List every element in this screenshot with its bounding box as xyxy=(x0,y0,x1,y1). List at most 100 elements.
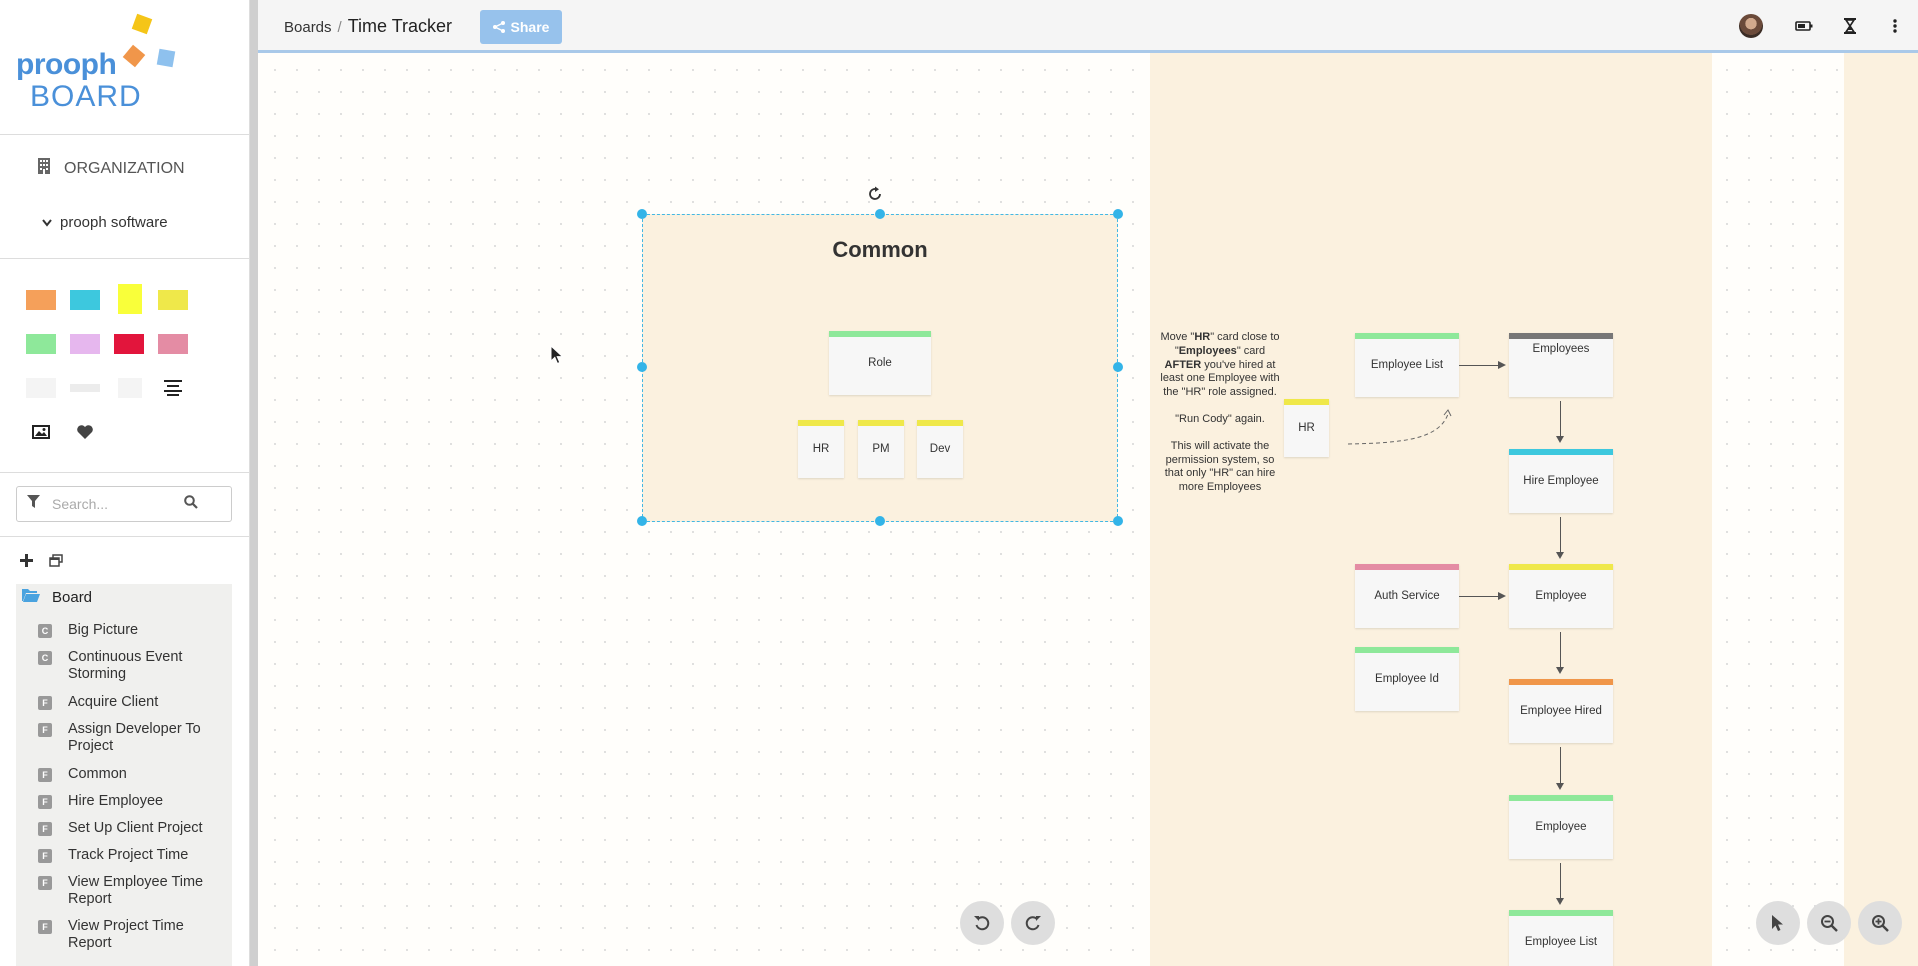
rotate-handle-icon[interactable] xyxy=(866,185,884,203)
card-label: Employee xyxy=(1535,821,1587,833)
arrow-connector xyxy=(1459,365,1499,366)
arrow-connector xyxy=(1560,863,1561,899)
hourglass-icon[interactable] xyxy=(1838,14,1862,38)
zoom-in-button[interactable] xyxy=(1858,901,1902,945)
resize-handle[interactable] xyxy=(1113,516,1123,526)
palette-swatch-line[interactable] xyxy=(70,384,100,392)
card-color-bar xyxy=(1355,333,1459,339)
card-employee-list-2[interactable]: Employee List xyxy=(1509,910,1613,966)
palette-swatch-green[interactable] xyxy=(26,334,56,354)
organization-header[interactable]: ORGANIZATION xyxy=(38,158,185,179)
card-hr[interactable]: HR xyxy=(798,420,844,478)
card-employee[interactable]: Employee xyxy=(1509,564,1613,628)
resize-handle[interactable] xyxy=(637,516,647,526)
battery-icon[interactable] xyxy=(1792,14,1816,38)
logo-text-prooph: prooph xyxy=(16,48,117,81)
breadcrumb: Boards / Time Tracker xyxy=(284,16,452,37)
redo-button[interactable] xyxy=(1011,901,1055,945)
card-pm[interactable]: PM xyxy=(858,420,904,478)
board-canvas[interactable]: Common Role HR PM Dev Move "HR" card clo… xyxy=(258,53,1918,966)
resize-handle[interactable] xyxy=(875,516,885,526)
tree-toolbar xyxy=(20,554,63,572)
note-text: " card close to " xyxy=(1174,331,1280,357)
palette-swatch-cyan[interactable] xyxy=(70,290,100,310)
search-icon[interactable] xyxy=(184,494,198,514)
arrow-connector xyxy=(1560,632,1561,668)
tree-item-common[interactable]: F Common xyxy=(38,766,127,783)
tree-item-badge: C xyxy=(38,651,52,665)
filter-icon[interactable] xyxy=(27,495,40,513)
share-button[interactable]: Share xyxy=(480,10,562,44)
card-hr-flow[interactable]: HR xyxy=(1284,399,1329,457)
arrow-head xyxy=(1498,592,1506,600)
palette-swatch-bright-yellow[interactable] xyxy=(118,284,142,314)
palette-swatch-red[interactable] xyxy=(114,334,144,354)
tree-item-badge: F xyxy=(38,768,52,782)
sidebar-divider xyxy=(0,258,249,259)
text-align-icon[interactable] xyxy=(158,376,188,400)
card-label: Auth Service xyxy=(1374,590,1440,602)
resize-handle[interactable] xyxy=(637,362,647,372)
undo-button[interactable] xyxy=(960,901,1004,945)
resize-handle[interactable] xyxy=(637,209,647,219)
tree-item-continuous-event-storming[interactable]: C Continuous Event Storming xyxy=(38,649,208,683)
card-employee-2[interactable]: Employee xyxy=(1509,795,1613,859)
tree-item-hire-employee[interactable]: F Hire Employee xyxy=(38,793,163,810)
resize-handle[interactable] xyxy=(1113,209,1123,219)
card-employee-list[interactable]: Employee List xyxy=(1355,333,1459,397)
palette-swatch-yellow[interactable] xyxy=(158,290,188,310)
card-employee-hired[interactable]: Employee Hired xyxy=(1509,679,1613,743)
resize-handle[interactable] xyxy=(875,209,885,219)
tree-item-badge: F xyxy=(38,795,52,809)
frame-common[interactable]: Common Role HR PM Dev xyxy=(642,214,1118,522)
palette-swatch-orange[interactable] xyxy=(26,290,56,310)
sidebar-divider xyxy=(0,472,249,473)
sidebar: prooph BOARD ORGANIZATION prooph softwar… xyxy=(0,0,250,966)
tree-item-set-up-client-project[interactable]: F Set Up Client Project xyxy=(38,820,203,837)
tree-item-acquire-client[interactable]: F Acquire Client xyxy=(38,694,158,711)
card-employees[interactable]: Employees xyxy=(1509,333,1613,397)
tree-root-board[interactable]: Board xyxy=(22,588,92,606)
organization-item[interactable]: prooph software xyxy=(42,214,168,231)
palette-swatch-light[interactable] xyxy=(118,378,142,398)
breadcrumb-boards-link[interactable]: Boards xyxy=(284,19,332,36)
organization-name: prooph software xyxy=(60,214,168,231)
palette-swatch-lilac[interactable] xyxy=(70,334,100,354)
tree-item-label: View Project Time Report xyxy=(68,918,184,951)
tree-item-view-project-time-report[interactable]: F View Project Time Report xyxy=(38,918,218,952)
arrow-connector xyxy=(1560,517,1561,553)
plus-icon[interactable] xyxy=(20,554,33,572)
card-dev[interactable]: Dev xyxy=(917,420,963,478)
card-color-bar xyxy=(1509,910,1613,916)
more-vertical-icon[interactable] xyxy=(1883,14,1907,38)
tree-item-badge: F xyxy=(38,876,52,890)
heart-icon[interactable] xyxy=(70,420,100,444)
sidebar-scrollbar[interactable] xyxy=(250,0,258,966)
search-input[interactable] xyxy=(52,496,172,512)
card-auth-service[interactable]: Auth Service xyxy=(1355,564,1459,628)
select-tool-button[interactable] xyxy=(1756,901,1800,945)
zoom-out-button[interactable] xyxy=(1807,901,1851,945)
app-logo[interactable]: prooph BOARD xyxy=(16,10,216,120)
instruction-note[interactable]: Move "HR" card close to "Employees" card… xyxy=(1156,331,1284,508)
resize-handle[interactable] xyxy=(1113,362,1123,372)
card-hire-employee[interactable]: Hire Employee xyxy=(1509,449,1613,513)
tree-item-badge: F xyxy=(38,849,52,863)
card-employee-id[interactable]: Employee Id xyxy=(1355,647,1459,711)
swimlane xyxy=(1150,53,1712,966)
user-avatar[interactable] xyxy=(1739,14,1763,38)
image-icon[interactable] xyxy=(26,420,56,444)
tree-item-track-project-time[interactable]: F Track Project Time xyxy=(38,847,188,864)
palette-swatch-pink[interactable] xyxy=(158,334,188,354)
tree-item-label: Set Up Client Project xyxy=(68,820,203,836)
card-color-bar xyxy=(1509,564,1613,570)
palette-swatch-white[interactable] xyxy=(26,378,56,398)
tree-item-view-employee-time-report[interactable]: F View Employee Time Report xyxy=(38,874,224,908)
windows-icon[interactable] xyxy=(49,554,63,572)
tree-item-badge: F xyxy=(38,723,52,737)
card-role[interactable]: Role xyxy=(829,331,931,395)
card-color-bar xyxy=(1284,399,1329,405)
tree-item-assign-developer-to-project[interactable]: F Assign Developer To Project xyxy=(38,721,218,755)
tree-item-big-picture[interactable]: C Big Picture xyxy=(38,622,138,639)
card-label: Employee List xyxy=(1370,359,1444,371)
